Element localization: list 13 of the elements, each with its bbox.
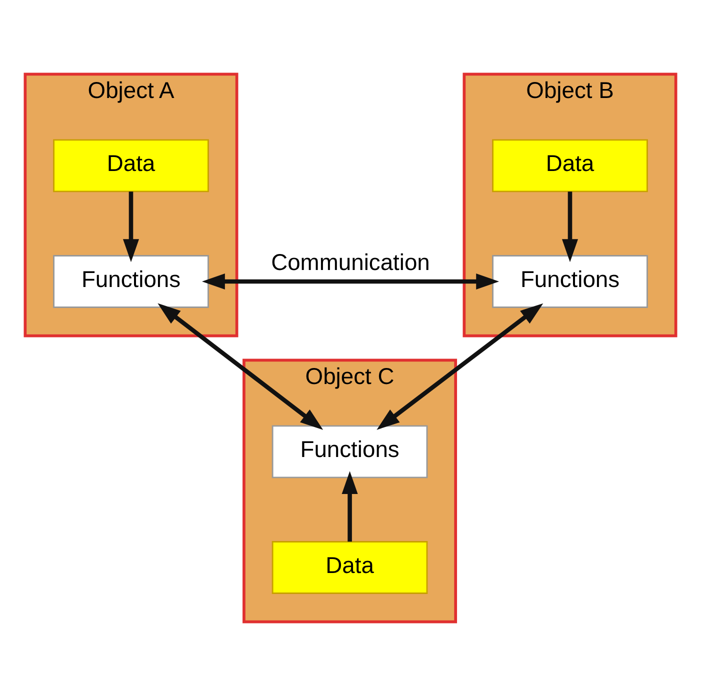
arrow [122, 191, 140, 262]
edge-label: Communication [271, 248, 430, 274]
node-box: Functions [272, 424, 428, 478]
node-box: Data [53, 138, 209, 192]
arrow [376, 302, 544, 430]
node-box: Functions [492, 254, 648, 308]
arrow [202, 272, 500, 290]
arrow [158, 302, 324, 430]
node-box: Functions [53, 254, 209, 308]
arrow [562, 191, 578, 262]
node-box: Data [492, 138, 648, 192]
arrow [342, 470, 358, 542]
node-box: Data [272, 540, 428, 594]
